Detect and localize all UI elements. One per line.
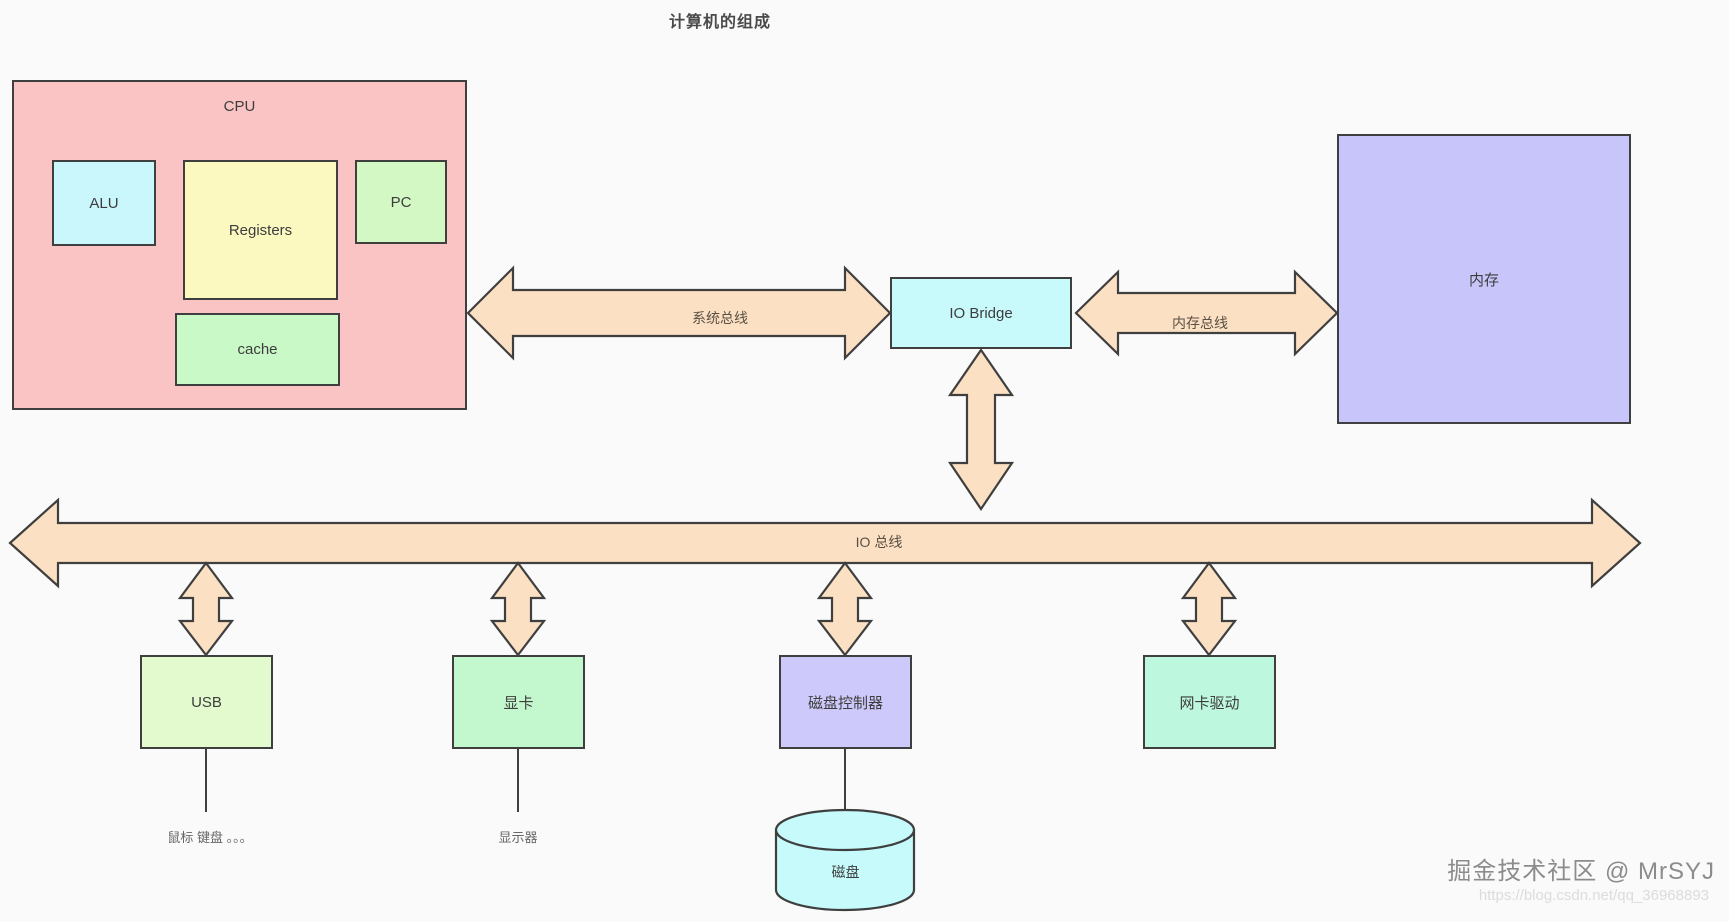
memory-bus-label: 内存总线 <box>1172 315 1228 331</box>
memory-label: 内存 <box>1468 271 1499 289</box>
pc-box[interactable]: PC <box>355 160 447 244</box>
diskctrl-bus-arrow <box>816 561 874 657</box>
registers-label: Registers <box>228 221 293 239</box>
disk-label: 磁盘 <box>831 864 860 880</box>
pc-label: PC <box>390 193 412 211</box>
nic-driver-label: 网卡驱动 <box>1179 694 1240 712</box>
system-bus-label: 系统总线 <box>692 310 748 326</box>
usb-label: USB <box>191 693 222 711</box>
nic-driver-box[interactable]: 网卡驱动 <box>1143 655 1276 749</box>
page-title: 计算机的组成 <box>668 14 771 31</box>
io-bus-arrow <box>8 497 1642 589</box>
alu-label: ALU <box>89 194 119 212</box>
io-bridge-box[interactable]: IO Bridge <box>890 277 1072 349</box>
disk-controller-box[interactable]: 磁盘控制器 <box>779 655 912 749</box>
registers-box[interactable]: Registers <box>183 160 338 300</box>
usb-bus-arrow <box>177 561 235 657</box>
watermark: 掘金技术社区 @ MrSYJ <box>1447 858 1715 885</box>
memory-box[interactable]: 内存 <box>1337 134 1631 424</box>
watermark-url: https://blog.csdn.net/qq_36968893 <box>1478 887 1709 904</box>
nic-bus-arrow <box>1180 561 1238 657</box>
monitor-label: 显示器 <box>498 830 538 845</box>
cache-box[interactable]: cache <box>175 313 340 386</box>
io-bus-label: IO 总线 <box>855 534 903 550</box>
gpu-bus-arrow <box>489 561 547 657</box>
disk-controller-label: 磁盘控制器 <box>807 694 883 712</box>
cpu-label: CPU <box>223 98 256 115</box>
graphics-card-box[interactable]: 显卡 <box>452 655 585 749</box>
bridge-to-iobus-arrow <box>947 348 1015 511</box>
mouse-keyboard-label: 鼠标 键盘 。。。 <box>167 830 253 845</box>
alu-box[interactable]: ALU <box>52 160 156 246</box>
io-bridge-label: IO Bridge <box>949 304 1013 322</box>
usb-box[interactable]: USB <box>140 655 273 749</box>
graphics-card-label: 显卡 <box>503 694 534 712</box>
cache-label: cache <box>237 341 278 358</box>
disk-cylinder <box>774 808 916 912</box>
